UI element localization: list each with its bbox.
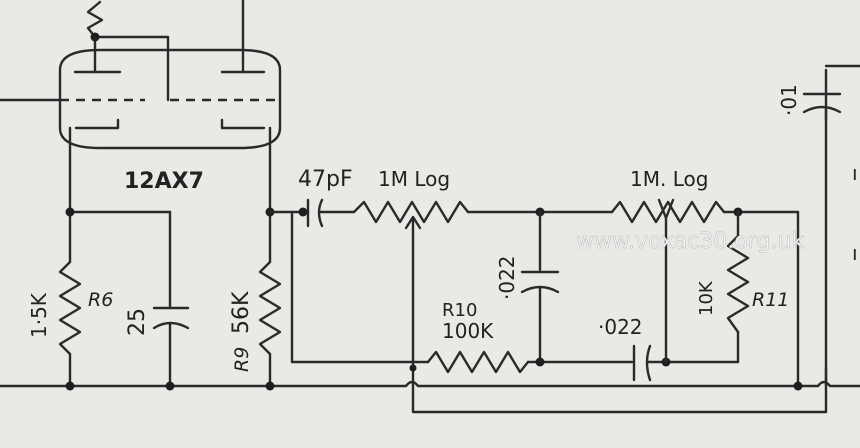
label-47pf: 47pF: [298, 167, 353, 192]
label-r10: R10: [442, 300, 477, 321]
label-c-25: 25: [125, 308, 150, 336]
label-c-022-vertical: ·022: [495, 255, 519, 300]
label-r11: R11: [752, 289, 789, 311]
resistor-r9: [258, 260, 282, 356]
svg-text:ı: ı: [852, 241, 858, 265]
resistor-r11: [726, 234, 750, 334]
return-wire: [411, 366, 828, 414]
pot-1m-log-b: [610, 200, 726, 224]
resistor-r10: [426, 350, 530, 374]
label-tube: 12AX7: [124, 169, 204, 194]
tube-12ax7: [0, 0, 282, 214]
label-r6: R6: [88, 289, 113, 311]
label-pot-a: 1M Log: [378, 167, 450, 191]
label-r-1-5k: 1·5K: [27, 292, 51, 338]
capacitor-25: [152, 306, 190, 388]
svg-text:ı: ı: [852, 161, 858, 185]
label-r9: R9: [231, 347, 253, 372]
label-r-10k: 10K: [696, 280, 717, 316]
label-r-56k: 56K: [229, 291, 254, 334]
label-pot-b: 1M. Log: [630, 167, 708, 191]
pot-1m-log-a: [352, 200, 470, 224]
label-r10-value: 100K: [442, 319, 494, 343]
capacitor-01: [802, 92, 842, 114]
label-c-01: ·01: [777, 84, 801, 116]
resistor-r6: [58, 260, 82, 356]
ground-rail: [0, 380, 860, 388]
label-c-022-horizontal: ·022: [598, 315, 643, 339]
watermark: www.voxac30.org.uk: [576, 229, 804, 254]
